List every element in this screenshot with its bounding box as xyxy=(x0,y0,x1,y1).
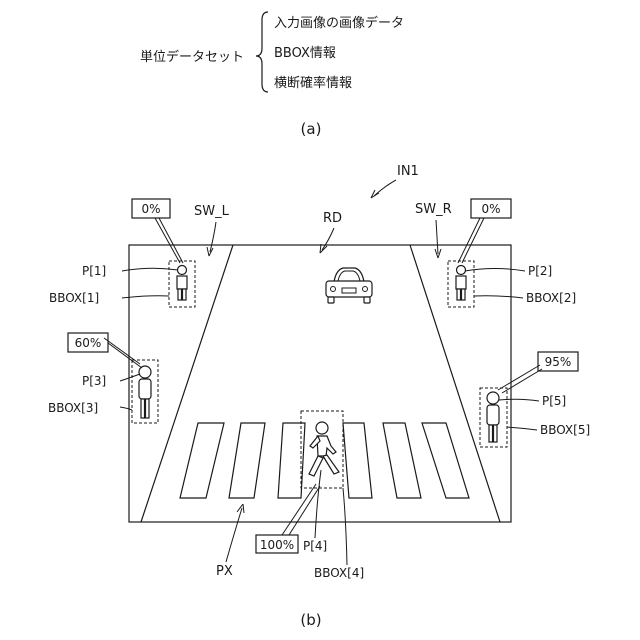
person-icon xyxy=(139,366,151,418)
caption-a: (a) xyxy=(301,120,322,138)
item-bbox-info: BBOX情報 xyxy=(274,46,336,61)
pedestrian-3: 60% P[3] BBOX[3] xyxy=(48,333,158,423)
p-leader xyxy=(120,374,140,381)
swl-arrow xyxy=(210,222,216,252)
walking-person-icon xyxy=(309,422,339,476)
bbox-label-4: BBOX[4] xyxy=(314,566,364,580)
rd-arrow xyxy=(322,228,334,250)
pedestrian-2: 0% P[2] BBOX[2] xyxy=(448,199,576,307)
dataset-brace xyxy=(256,12,268,92)
input-image-scene: IN1 RD SW_L SW_R PX xyxy=(48,164,590,629)
dataset-structure: 単位データセット 入力画像の画像データ BBOX情報 横断確率情報 (a) xyxy=(140,12,404,138)
swr-arrow xyxy=(436,220,438,254)
p-leader xyxy=(122,268,178,271)
bbox-leader xyxy=(120,407,132,410)
prob-leader xyxy=(104,338,140,364)
prob-leader xyxy=(502,369,542,393)
sidewalk-left-label: SW_L xyxy=(194,204,230,219)
prob-leader xyxy=(108,343,142,368)
pedestrian-label-2: P[2] xyxy=(528,264,552,278)
prob-value-5: 95% xyxy=(545,355,572,369)
item-crossing-prob-info: 横断確率情報 xyxy=(274,75,352,91)
crosswalk xyxy=(180,423,469,498)
prob-leader xyxy=(458,218,480,263)
bbox-label-2: BBOX[2] xyxy=(526,291,576,305)
prob-leader xyxy=(462,218,484,263)
person-icon xyxy=(456,266,466,301)
sidewalk-right-label: SW_R xyxy=(415,202,452,217)
road-label-rd: RD xyxy=(323,211,342,226)
crosswalk-stripe xyxy=(343,423,372,498)
car-icon xyxy=(326,268,372,303)
pedestrian-label-4: P[4] xyxy=(303,539,327,553)
prob-value-2: 0% xyxy=(481,202,500,216)
bbox-label-3: BBOX[3] xyxy=(48,401,98,415)
crosswalk-stripe xyxy=(180,423,224,498)
caption-b: (b) xyxy=(300,611,321,629)
crosswalk-stripe xyxy=(383,423,421,498)
p-leader xyxy=(315,470,321,538)
prob-value-4: 100% xyxy=(260,538,294,552)
unit-dataset-label: 単位データセット xyxy=(140,49,244,65)
image-label-in1: IN1 xyxy=(397,164,419,179)
bbox-leader xyxy=(474,296,523,298)
px-arrow xyxy=(226,508,242,562)
in1-arrowhead xyxy=(371,190,379,198)
crosswalk-stripe xyxy=(229,423,265,498)
prob-leader xyxy=(155,218,180,263)
person-icon xyxy=(487,392,499,442)
prob-leader xyxy=(498,365,540,390)
crosswalk-label-px: PX xyxy=(216,564,233,579)
prob-leader xyxy=(159,218,183,263)
pedestrian-1: 0% P[1] BBOX[1] xyxy=(49,199,195,307)
prob-value-3: 60% xyxy=(75,336,102,350)
pedestrian-5: 95% P[5] BBOX[5] xyxy=(480,352,590,447)
bbox-label-1: BBOX[1] xyxy=(49,291,99,305)
bbox-label-5: BBOX[5] xyxy=(540,423,590,437)
item-image-data: 入力画像の画像データ xyxy=(274,15,404,31)
prob-value-1: 0% xyxy=(141,202,160,216)
crosswalk-stripe xyxy=(422,423,469,498)
p-leader xyxy=(499,399,539,401)
pedestrian-label-1: P[1] xyxy=(82,264,106,278)
person-icon xyxy=(177,266,187,301)
bbox-leader xyxy=(343,488,347,565)
pedestrian-label-3: P[3] xyxy=(82,374,106,388)
pedestrian-label-5: P[5] xyxy=(542,394,566,408)
